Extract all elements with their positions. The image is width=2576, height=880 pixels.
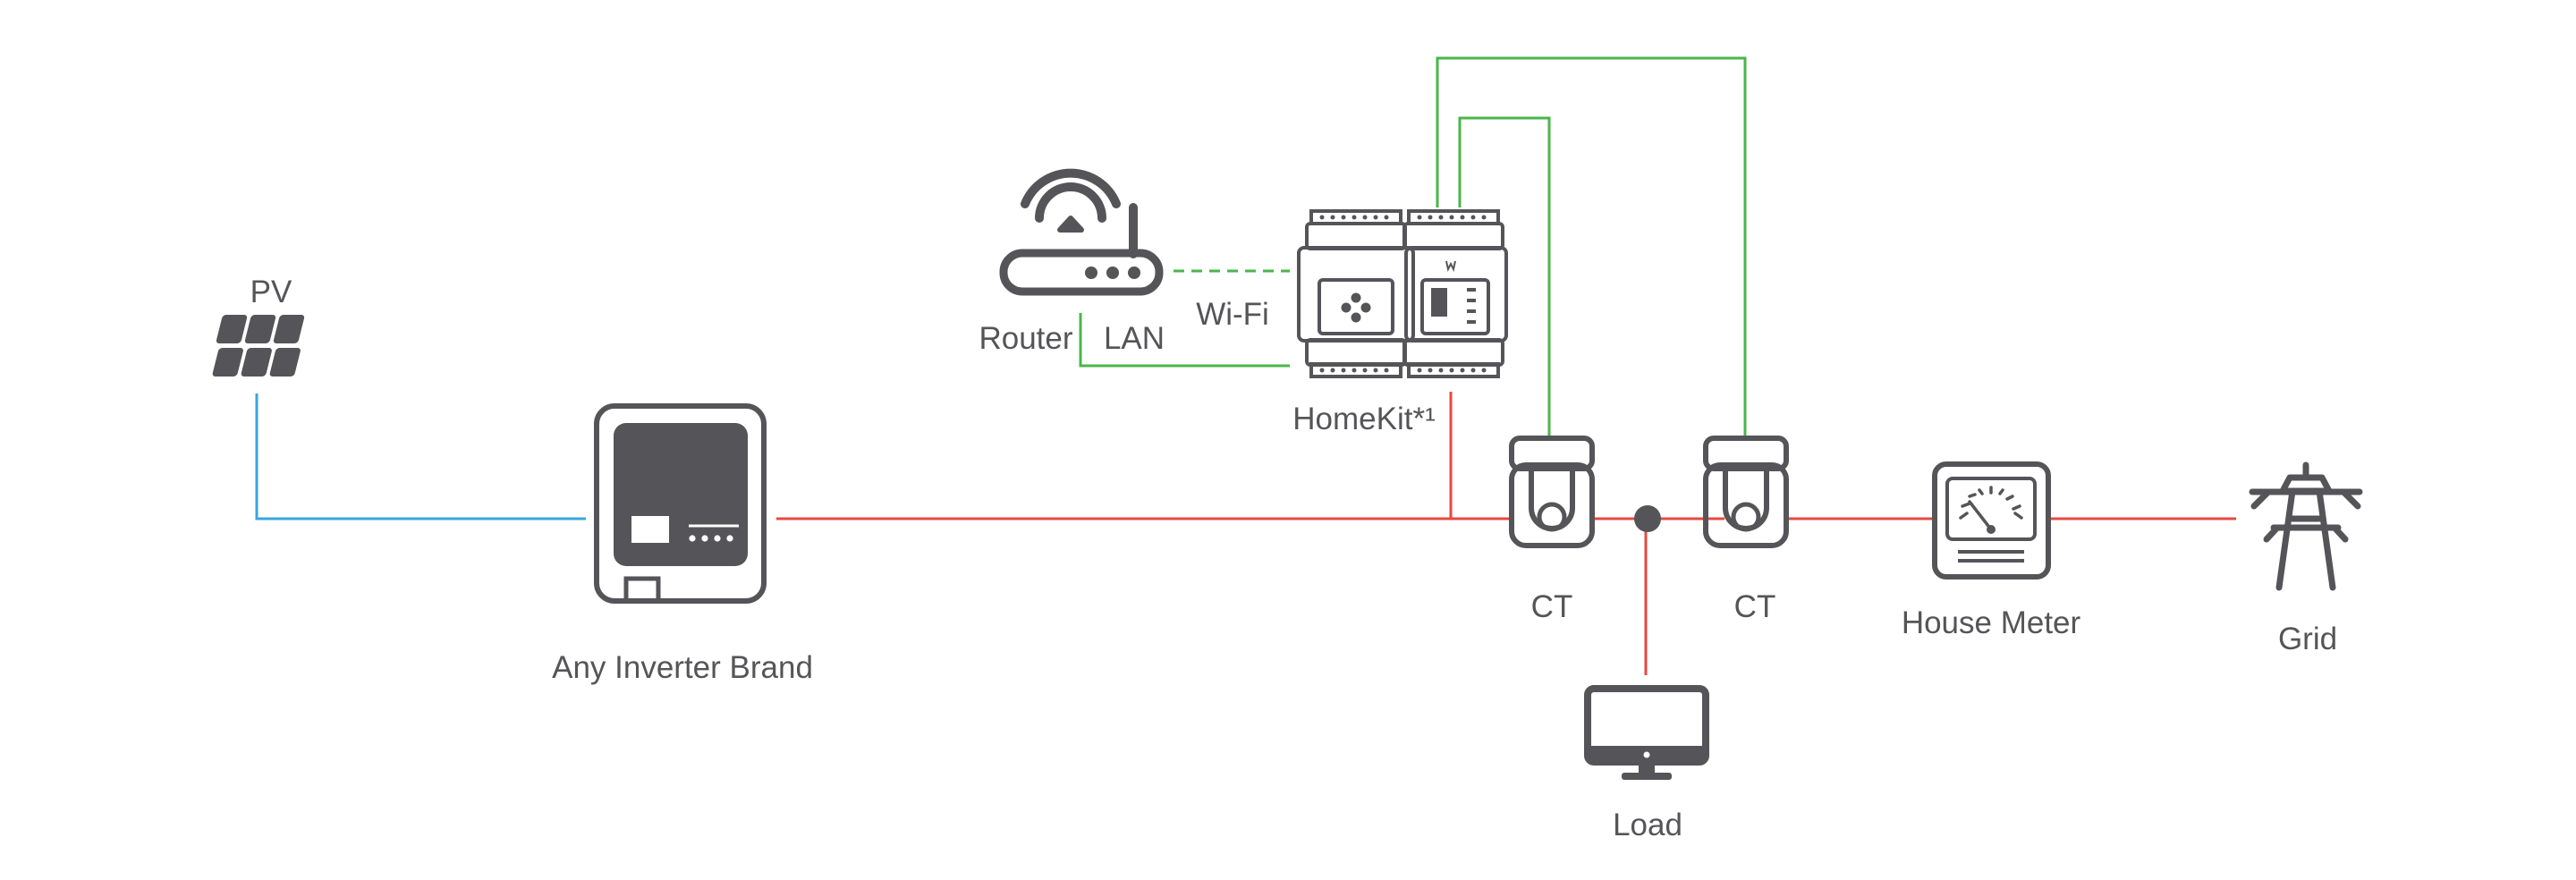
connection-lines <box>255 56 2236 675</box>
junction-dot-icon <box>1634 505 1661 532</box>
homekit-device-icon <box>1297 209 1508 378</box>
lan-label: LAN <box>1104 321 1165 356</box>
ct-wire-left <box>1458 116 1551 436</box>
power-pylon-icon <box>2249 461 2363 591</box>
house-meter-icon <box>1932 461 2051 580</box>
load-label: Load <box>1613 808 1682 842</box>
monitor-icon <box>1584 685 1709 780</box>
router-icon <box>999 168 1164 296</box>
grid-label: Grid <box>2278 622 2337 656</box>
homekit-label: HomeKit*¹ <box>1292 402 1435 436</box>
current-transformer-icon <box>1703 436 1789 548</box>
lan-line <box>1079 313 1290 368</box>
inverter-icon <box>594 403 767 604</box>
solar-panel-icon <box>212 315 305 377</box>
ct-left-label: CT <box>1531 589 1573 624</box>
current-transformer-icon <box>1509 436 1595 548</box>
pv-label: PV <box>250 275 292 309</box>
house-meter-label: House Meter <box>1902 605 2081 640</box>
wifi-label: Wi-Fi <box>1196 297 1269 332</box>
dc-line-pv-inverter <box>255 393 586 520</box>
ct-right-label: CT <box>1734 589 1776 624</box>
inverter-label: Any Inverter Brand <box>552 650 813 685</box>
ct-wire-right <box>1436 56 1747 436</box>
homekit-logo-icon <box>1445 260 1456 272</box>
homekit-details <box>1319 215 1487 373</box>
router-label: Router <box>979 321 1072 356</box>
